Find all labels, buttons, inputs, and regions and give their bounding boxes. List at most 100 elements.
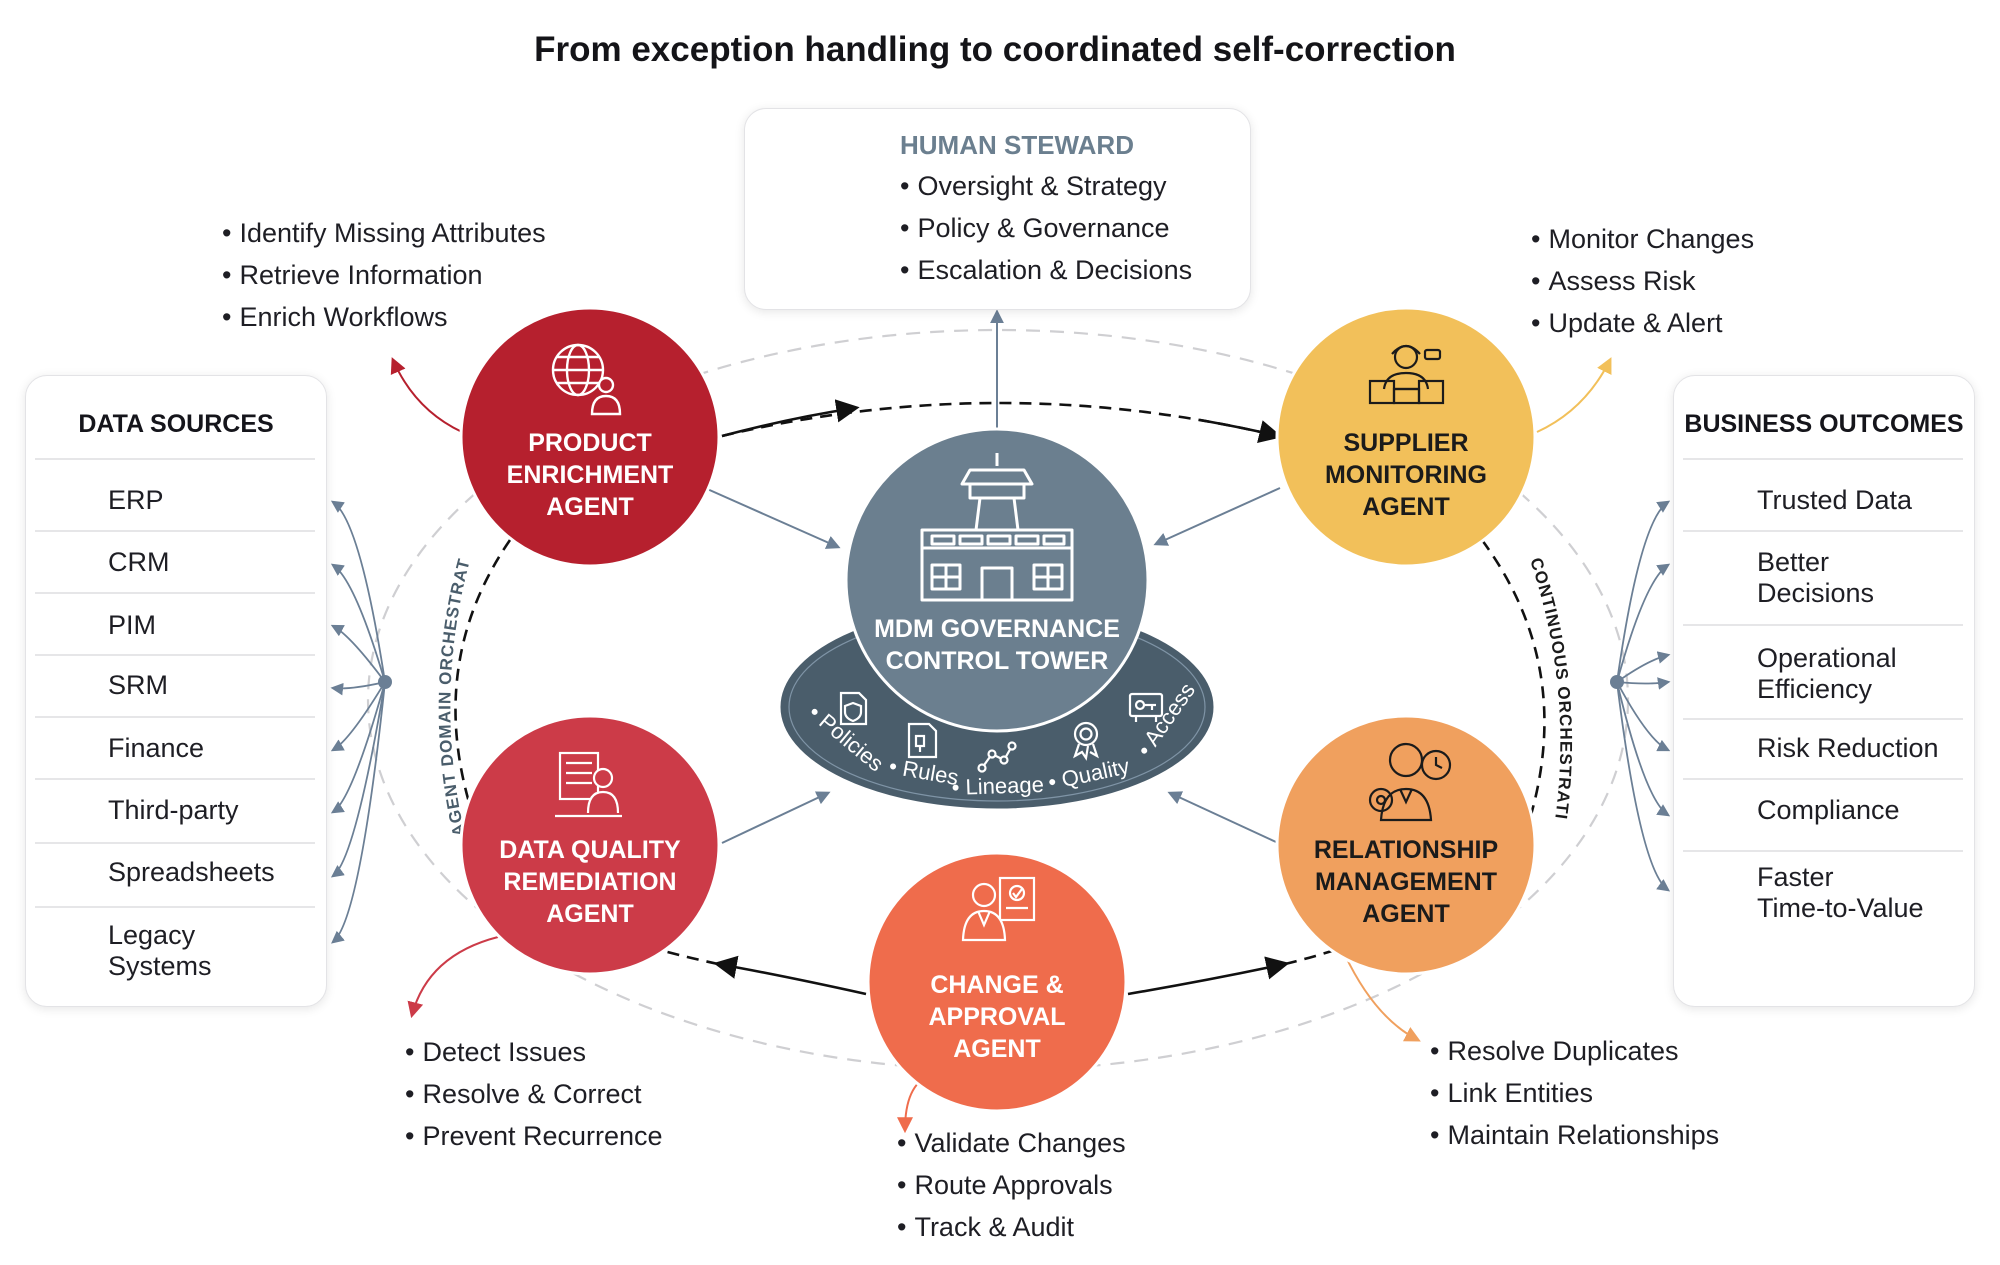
business-outcomes-fan	[1616, 500, 1671, 892]
rules-icon	[907, 722, 938, 759]
diagram-title: From exception handling to coordinated s…	[534, 30, 1456, 69]
steward-item: •Policy & Governance	[900, 213, 1170, 243]
data-source-label: ERP	[108, 485, 164, 515]
change-task-item: •Validate Changes	[897, 1128, 1126, 1158]
data-source-label: Spreadsheets	[108, 857, 275, 887]
orchestration-arc-bottom-right-dash	[1284, 948, 1336, 966]
data-source-row: PIM	[108, 610, 156, 641]
change-task-item: •Track & Audit	[897, 1212, 1075, 1242]
supplier-task-arrow	[1536, 357, 1612, 433]
outcome-row: Risk Reduction	[1757, 733, 1939, 764]
relationship-task-item: •Link Entities	[1430, 1078, 1594, 1108]
steward-item: •Oversight & Strategy	[900, 171, 1167, 201]
data-source-divider	[35, 778, 315, 780]
data-source-label: Finance	[108, 733, 205, 763]
data-source-row: ERP	[108, 485, 164, 516]
human-steward-panel	[744, 108, 1251, 310]
data-source-divider	[35, 654, 315, 656]
supplier-agent-circle	[1275, 306, 1537, 568]
supplier-task-item: •Monitor Changes	[1531, 224, 1755, 254]
outcome-row: Trusted Data	[1757, 485, 1912, 516]
data-source-label: SRM	[108, 670, 168, 700]
quality-task-item: •Detect Issues	[405, 1037, 587, 1067]
orchestration-arc-top-solid-right	[1199, 418, 1283, 443]
data-source-label: Third-party	[108, 795, 239, 825]
outcome-label: Time-to-Value	[1757, 893, 1924, 923]
outcome-divider	[1683, 778, 1963, 780]
data-sources-heading: DATA SOURCES	[78, 410, 274, 438]
steward-item: •Escalation & Decisions	[900, 255, 1193, 285]
outcome-divider	[1683, 530, 1963, 532]
human-steward-heading: HUMAN STEWARD	[900, 130, 1134, 160]
relationship-person-icon	[1368, 742, 1452, 822]
change-agent-circle	[866, 851, 1128, 1113]
outcome-label: Faster	[1757, 862, 1834, 892]
data-source-label: CRM	[108, 547, 170, 577]
policies-icon	[839, 691, 868, 726]
relationship-task-item: •Resolve Duplicates	[1430, 1036, 1679, 1066]
globe-person-icon	[551, 343, 622, 416]
product-task-item: •Identify Missing Attributes	[222, 218, 546, 248]
outcome-label: Compliance	[1757, 795, 1900, 825]
outcome-label: Decisions	[1757, 578, 1875, 608]
product-task-arrow	[390, 357, 463, 433]
data-source-divider	[35, 530, 315, 532]
outcome-label: Risk Reduction	[1757, 733, 1939, 763]
data-source-label: PIM	[108, 610, 157, 640]
relationship-agent-circle	[1275, 714, 1537, 976]
data-source-label: Systems	[108, 951, 212, 981]
orchestration-arc-bottom-left-dash	[659, 948, 719, 966]
product-agent-circle	[459, 306, 721, 568]
data-source-row: CRM	[108, 547, 170, 578]
business-outcomes-panel	[1673, 375, 1975, 1007]
outcome-label: Better	[1757, 547, 1830, 577]
pillar-label-lineage: • Lineage	[951, 772, 1044, 800]
quality-task-item: •Prevent Recurrence	[405, 1121, 663, 1151]
control-tower-circle	[844, 427, 1150, 733]
change-task-item: •Route Approvals	[897, 1170, 1113, 1200]
quality-agent-circle	[459, 714, 721, 976]
supplier-person-icon	[1368, 344, 1445, 405]
control-tower-icon	[920, 453, 1074, 602]
outcome-label: Trusted Data	[1757, 485, 1913, 515]
data-source-divider	[35, 716, 315, 718]
outcome-label: Operational	[1757, 643, 1897, 673]
access-icon	[1128, 692, 1164, 722]
outcome-row: Compliance	[1757, 795, 1900, 826]
data-source-label: Legacy	[108, 920, 196, 950]
product-task-item: •Enrich Workflows	[222, 302, 448, 332]
data-source-divider	[35, 458, 315, 460]
data-source-divider	[35, 592, 315, 594]
data-sources-hub	[378, 675, 392, 689]
data-quality-person-icon	[555, 751, 622, 818]
quality-icon	[1073, 721, 1099, 761]
product-task-item: •Retrieve Information	[222, 260, 483, 290]
data-sources-fan	[330, 500, 386, 944]
quality-task-arrow	[407, 936, 499, 1019]
outcome-divider	[1683, 718, 1963, 720]
outcome-divider	[1683, 624, 1963, 626]
orchestration-arc-bottom-left	[713, 955, 867, 996]
change-person-icon	[961, 876, 1036, 942]
business-outcomes-hub	[1610, 675, 1624, 689]
data-source-row: Spreadsheets	[108, 857, 275, 888]
supplier-task-item: •Assess Risk	[1531, 266, 1696, 296]
data-sources-panel	[25, 375, 327, 1007]
data-source-row: Third-party	[108, 795, 239, 826]
lineage-icon	[977, 741, 1017, 773]
relationship-task-arrow	[1344, 954, 1421, 1042]
data-source-divider	[35, 842, 315, 844]
orchestration-arc-bottom-right	[1127, 956, 1290, 996]
outcome-label: Efficiency	[1757, 674, 1873, 704]
orchestration-arc-top-solid-left	[721, 399, 860, 438]
supplier-task-item: •Update & Alert	[1531, 308, 1723, 338]
agent-tower-links	[704, 309, 1281, 844]
outcome-divider	[1683, 458, 1963, 460]
quality-task-item: •Resolve & Correct	[405, 1079, 642, 1109]
